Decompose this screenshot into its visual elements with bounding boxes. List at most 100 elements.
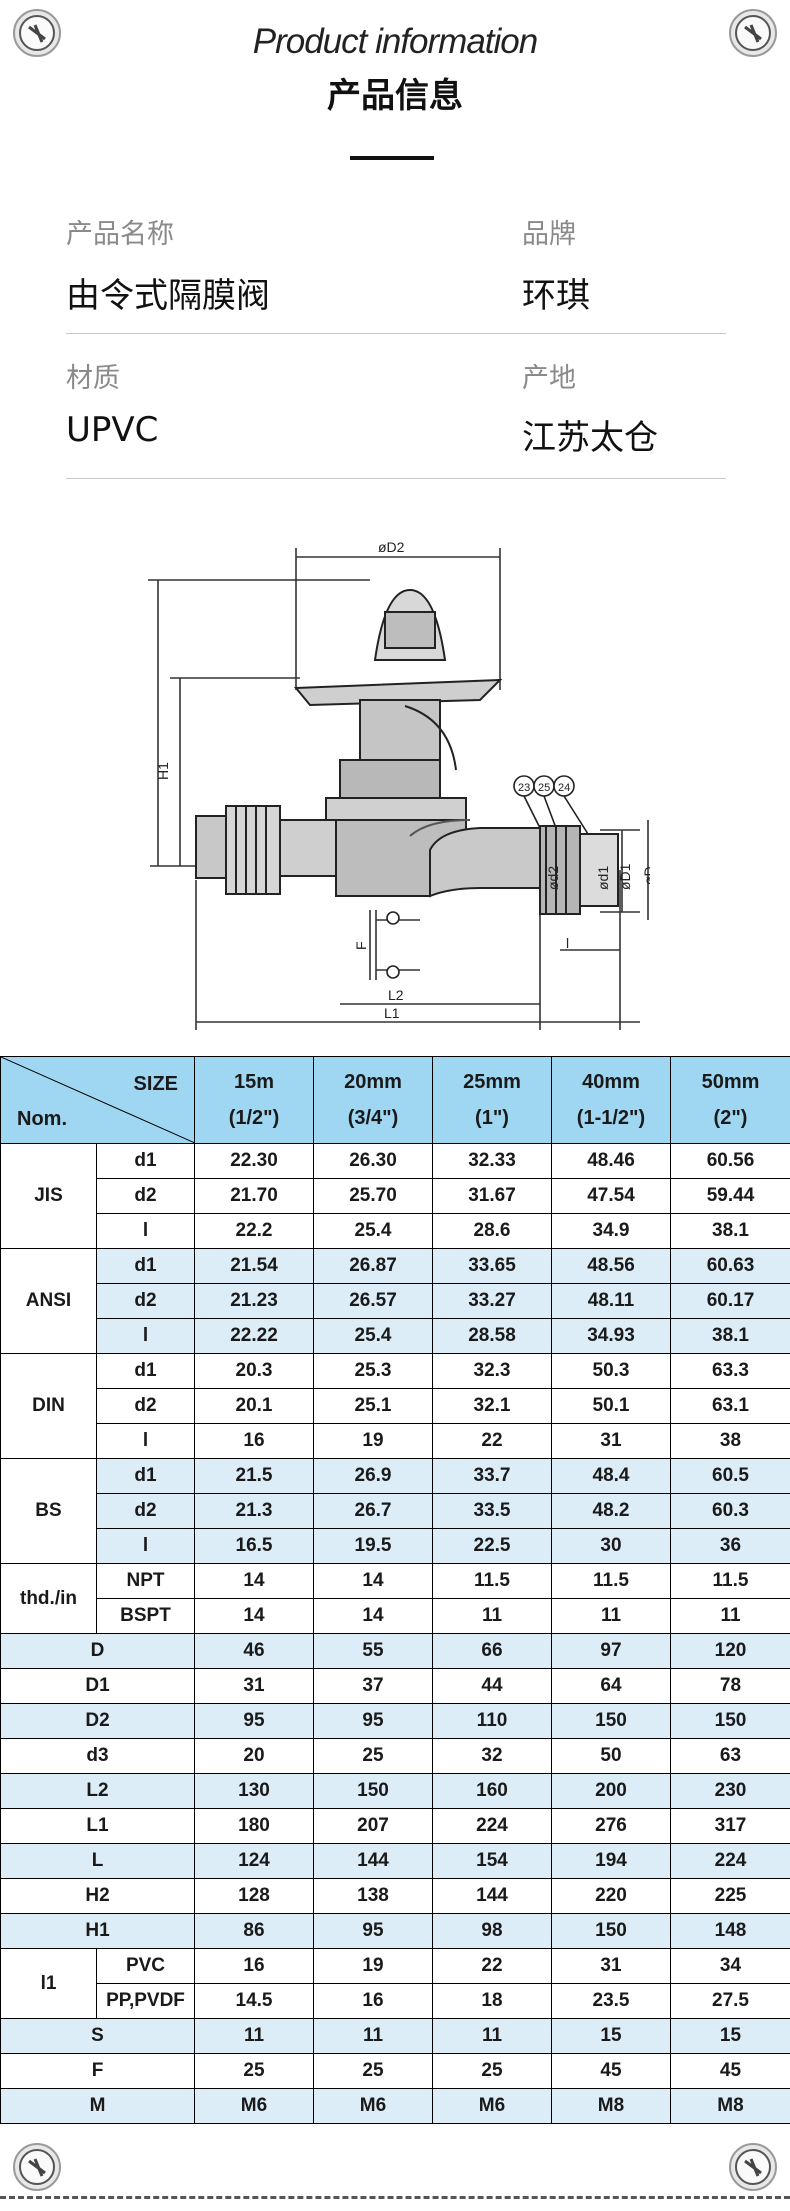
sub-label: l (96, 1528, 195, 1564)
size-label: SIZE (133, 1073, 178, 1095)
value-cell: 194 (551, 1843, 671, 1879)
value-cell: 150 (551, 1913, 671, 1949)
title-chinese: 产品信息 (327, 76, 463, 116)
value-cell: 11.5 (432, 1563, 552, 1599)
value-cell: 95 (313, 1913, 433, 1949)
dim-l2: L2 (388, 987, 404, 1003)
value-cell: 55 (313, 1633, 433, 1669)
value-cell: 200 (551, 1773, 671, 1809)
spec-table: SIZE Nom. 15m(1/2")20mm(3/4")25mm(1")40m… (0, 1056, 790, 2124)
dim-h2: H2 (140, 712, 141, 730)
value-cell: 32.33 (432, 1143, 552, 1179)
value-cell: 25 (194, 2053, 314, 2089)
value-cell: 148 (670, 1913, 790, 1949)
row-label: D2 (0, 1703, 195, 1739)
dim-small-d2: ød2 (545, 866, 561, 890)
value-cell: 44 (432, 1668, 552, 1704)
value-cell: M8 (670, 2088, 790, 2124)
value-cell: 21.54 (194, 1248, 314, 1284)
dim-l: l (566, 935, 569, 951)
value-cell: 45 (551, 2053, 671, 2089)
sub-label: l (96, 1213, 195, 1249)
row-label: F (0, 2053, 195, 2089)
value-cell: 22 (432, 1948, 552, 1984)
value-cell: 19.5 (313, 1528, 433, 1564)
dim-od2: øD2 (378, 540, 405, 555)
table-header-row: SIZE Nom. 15m(1/2")20mm(3/4")25mm(1")40m… (0, 1056, 790, 1144)
value-cell: 180 (194, 1808, 314, 1844)
size-metric: 20mm (344, 1071, 402, 1093)
size-header-cell: 50mm(2") (670, 1056, 790, 1144)
value-cell: 26.9 (313, 1458, 433, 1494)
value-cell: 60.17 (670, 1283, 790, 1319)
value-cell: M8 (551, 2088, 671, 2124)
group-label: BS (0, 1458, 97, 1564)
screw-icon (728, 8, 778, 58)
value-cell: 23.5 (551, 1983, 671, 2019)
value-cell: 25.1 (313, 1388, 433, 1424)
value-cell: 138 (313, 1878, 433, 1914)
sub-label: d1 (96, 1248, 195, 1284)
value-cell: 34.93 (551, 1318, 671, 1354)
row-label: M (0, 2088, 195, 2124)
row-label: S (0, 2018, 195, 2054)
value-cell: 86 (194, 1913, 314, 1949)
value-cell: 33.5 (432, 1493, 552, 1529)
size-metric: 25mm (463, 1071, 521, 1093)
row-label: L (0, 1843, 195, 1879)
value-cell: 97 (551, 1633, 671, 1669)
value-cell: 60.3 (670, 1493, 790, 1529)
value-cell: 22.22 (194, 1318, 314, 1354)
sub-label: d1 (96, 1143, 195, 1179)
screw-icon (12, 2142, 62, 2192)
value-cell: 32.1 (432, 1388, 552, 1424)
sub-label: l (96, 1423, 195, 1459)
value-cell: 144 (432, 1878, 552, 1914)
value-cell: 31.67 (432, 1178, 552, 1214)
value-cell: 11 (670, 1598, 790, 1634)
value-cell: 78 (670, 1668, 790, 1704)
value-cell: 21.70 (194, 1178, 314, 1214)
value-cell: 11.5 (670, 1563, 790, 1599)
nom-label: Nom. (17, 1108, 67, 1130)
value-cell: 130 (194, 1773, 314, 1809)
footer-dashed-line (0, 2196, 790, 2199)
dim-l1: L1 (384, 1005, 400, 1021)
value-cell: 30 (551, 1528, 671, 1564)
value-cell: 20.1 (194, 1388, 314, 1424)
value-cell: 59.44 (670, 1178, 790, 1214)
value-cell: 60.63 (670, 1248, 790, 1284)
value-cell: 317 (670, 1808, 790, 1844)
value-cell: 36 (670, 1528, 790, 1564)
value-cell: 11 (194, 2018, 314, 2054)
value-cell: 31 (551, 1948, 671, 1984)
size-inch: (1-1/2") (576, 1107, 646, 1129)
brand-label: 品牌 (522, 219, 576, 250)
sub-label: d2 (96, 1178, 195, 1214)
value-cell: 150 (313, 1773, 433, 1809)
value-cell: 220 (551, 1878, 671, 1914)
value-cell: 16 (194, 1423, 314, 1459)
product-name-label: 产品名称 (66, 219, 174, 250)
value-cell: 31 (194, 1668, 314, 1704)
value-cell: 14 (194, 1563, 314, 1599)
value-cell: 34.9 (551, 1213, 671, 1249)
value-cell: 20.3 (194, 1353, 314, 1389)
size-metric: 15m (233, 1071, 275, 1093)
value-cell: 50.3 (551, 1353, 671, 1389)
callout-23: 23 (518, 782, 530, 794)
group-label: JIS (0, 1143, 97, 1249)
material-label: 材质 (66, 363, 120, 394)
group-label: l1 (0, 1948, 97, 2019)
value-cell: 120 (670, 1633, 790, 1669)
